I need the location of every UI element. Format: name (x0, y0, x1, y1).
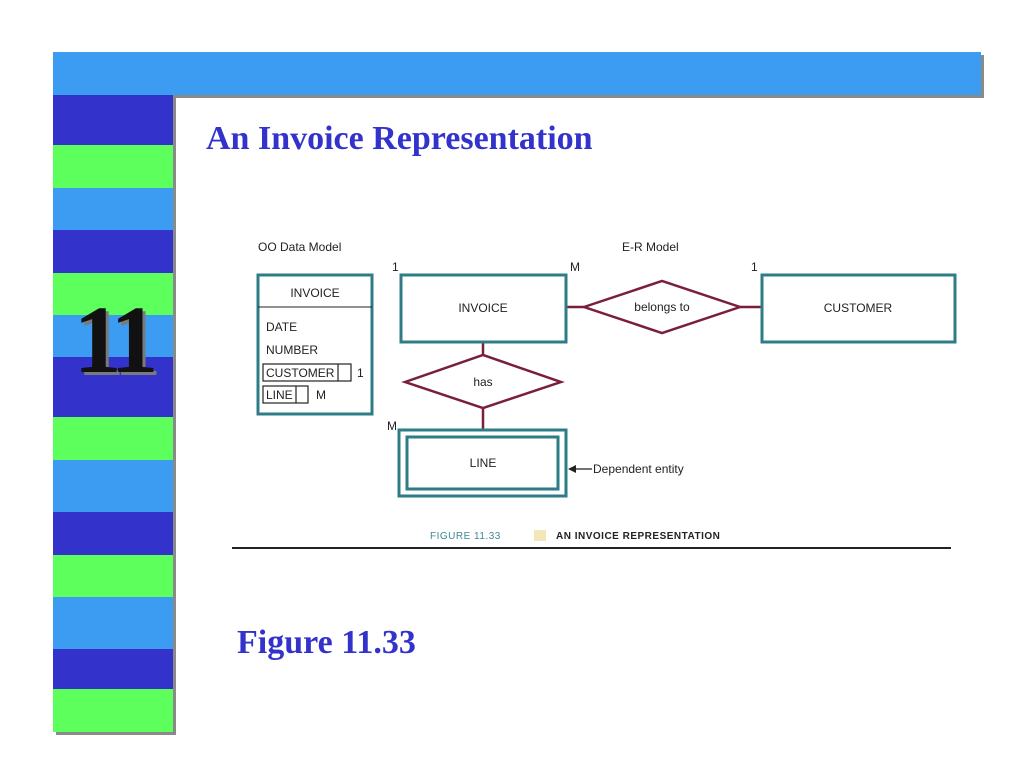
entity-invoice (399, 273, 568, 344)
entity-invoice-label: INVOICE (458, 301, 507, 315)
oo-reference-box (262, 385, 309, 404)
oo-reference-box (262, 363, 352, 382)
oo-attribute: DATE (266, 320, 297, 334)
oo-reference-cardinality: M (316, 388, 326, 402)
oo-object-box (256, 273, 374, 416)
relationship-belongs-to-label: belongs to (634, 300, 690, 314)
caption-title: AN INVOICE REPRESENTATION (556, 531, 720, 542)
relationship-has (401, 353, 565, 410)
slide-title: An Invoice Representation (206, 120, 593, 157)
oo-attribute: NUMBER (266, 343, 318, 357)
figure-label: Figure 11.33 (237, 624, 416, 661)
cardinality-label: 1 (392, 260, 399, 274)
cardinality-label: 1 (751, 260, 758, 274)
stripe (53, 597, 173, 649)
cardinality-label: M (387, 419, 397, 433)
annotation-arrowhead (568, 465, 576, 473)
relationship-belongs-to (580, 279, 744, 335)
entity-customer (760, 273, 957, 344)
stripe (53, 315, 173, 357)
entity-customer-label: CUSTOMER (824, 301, 893, 315)
stripe (53, 649, 173, 689)
oo-model-label: OO Data Model (258, 240, 341, 254)
top-banner-bar (53, 52, 981, 95)
stripe (53, 357, 173, 417)
stripe (53, 95, 173, 145)
annotation-label: Dependent entity (593, 462, 684, 476)
oo-object-title: INVOICE (290, 286, 339, 300)
oo-reference-name: CUSTOMER (266, 366, 335, 380)
caption-number: FIGURE 11.33 (430, 531, 501, 542)
stripe (53, 417, 173, 460)
cardinality-label: M (570, 260, 580, 274)
relationship-has-label: has (473, 375, 492, 389)
stripe (53, 689, 173, 732)
stripe (53, 230, 173, 273)
stripe (53, 512, 173, 555)
stripe (53, 188, 173, 230)
stripe (53, 555, 173, 597)
chapter-number: 11 (73, 286, 159, 393)
oo-reference-cardinality: 1 (357, 366, 364, 380)
stripe (53, 145, 173, 188)
caption-swatch (534, 530, 546, 541)
entity-line (397, 428, 568, 498)
entity-line-inner-border (405, 435, 560, 491)
entity-line-label: LINE (470, 456, 497, 470)
stripe (53, 273, 173, 315)
oo-reference-name: LINE (266, 388, 293, 402)
stripe (53, 460, 173, 512)
side-stripe-bar (53, 95, 173, 732)
er-model-label: E-R Model (622, 240, 679, 254)
